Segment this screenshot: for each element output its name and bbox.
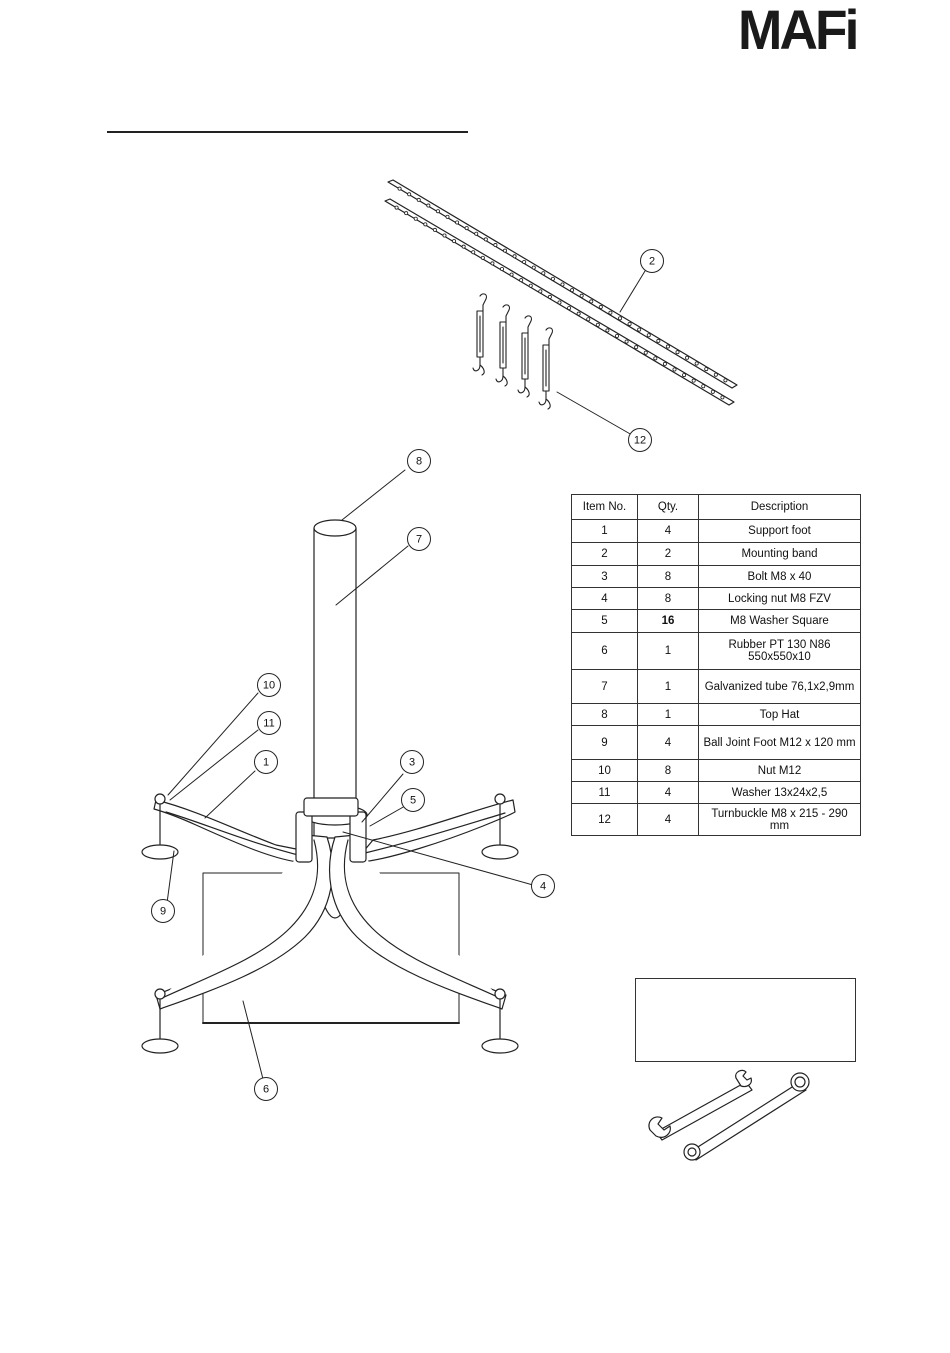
cell-item-no: 5 xyxy=(571,609,638,633)
perforated-strip-icon xyxy=(384,179,738,406)
header-item-no: Item No. xyxy=(571,494,638,520)
cell-qty: 8 xyxy=(637,565,699,588)
callout-10: 10 xyxy=(257,673,281,697)
cell-item-no: 11 xyxy=(571,781,638,804)
cell-description: Mounting band xyxy=(698,542,861,566)
callout-12: 12 xyxy=(628,428,652,452)
cell-description: Bolt M8 x 40 xyxy=(698,565,861,588)
cell-item-no: 12 xyxy=(571,803,638,836)
combination-wrench-icon xyxy=(648,1069,810,1161)
callout-4: 4 xyxy=(531,874,555,898)
callout-6: 6 xyxy=(254,1077,278,1101)
callout-label: 8 xyxy=(416,456,422,468)
callout-8: 8 xyxy=(407,449,431,473)
turnbuckle-icon xyxy=(472,293,553,410)
callout-label: 10 xyxy=(263,680,275,692)
cell-qty: 4 xyxy=(637,725,699,760)
tool-box xyxy=(635,978,856,1062)
cell-item-no: 9 xyxy=(571,725,638,760)
support-feet xyxy=(153,797,516,1010)
cell-qty: 8 xyxy=(637,587,699,610)
callout-label: 2 xyxy=(649,256,655,268)
callout-9: 9 xyxy=(151,899,175,923)
cell-item-no: 6 xyxy=(571,632,638,670)
cell-item-no: 7 xyxy=(571,669,638,704)
leader-lines xyxy=(166,270,646,1080)
cell-description: Turnbuckle M8 x 215 - 290 mm xyxy=(698,803,861,836)
cell-qty: 1 xyxy=(637,632,699,670)
header-description: Description xyxy=(698,494,861,520)
callout-label: 4 xyxy=(540,881,546,893)
cell-qty: 4 xyxy=(637,781,699,804)
mafi-logo: MAFi xyxy=(738,0,859,61)
cell-description: Nut M12 xyxy=(698,759,861,782)
callout-1: 1 xyxy=(254,750,278,774)
cell-description: Support foot xyxy=(698,519,861,543)
callout-label: 5 xyxy=(410,795,416,807)
cell-qty: 8 xyxy=(637,759,699,782)
callout-11: 11 xyxy=(257,711,281,735)
cell-item-no: 2 xyxy=(571,542,638,566)
heading-underline xyxy=(107,131,468,133)
cell-item-no: 3 xyxy=(571,565,638,588)
header-qty: Qty. xyxy=(637,494,699,520)
cell-description: Washer 13x24x2,5 xyxy=(698,781,861,804)
cell-description: M8 Washer Square xyxy=(698,609,861,633)
cell-qty: 2 xyxy=(637,542,699,566)
cell-qty: 16 xyxy=(637,609,699,633)
cell-item-no: 4 xyxy=(571,587,638,610)
cell-item-no: 8 xyxy=(571,703,638,726)
cell-description: Rubber PT 130 N86 550x550x10 xyxy=(698,632,861,670)
callout-label: 9 xyxy=(160,906,166,918)
callout-3: 3 xyxy=(400,750,424,774)
cell-qty: 1 xyxy=(637,669,699,704)
callout-label: 1 xyxy=(263,757,269,769)
ball-joint-feet xyxy=(141,793,519,1054)
cell-description: Top Hat xyxy=(698,703,861,726)
callout-label: 6 xyxy=(263,1084,269,1096)
cell-item-no: 1 xyxy=(571,519,638,543)
callout-label: 12 xyxy=(634,435,646,447)
cell-description: Galvanized tube 76,1x2,9mm xyxy=(698,669,861,704)
callout-label: 7 xyxy=(416,534,422,546)
cell-description: Locking nut M8 FZV xyxy=(698,587,861,610)
cell-qty: 4 xyxy=(637,519,699,543)
cell-qty: 4 xyxy=(637,803,699,836)
cell-description: Ball Joint Foot M12 x 120 mm xyxy=(698,725,861,760)
cell-item-no: 10 xyxy=(571,759,638,782)
callout-label: 11 xyxy=(263,718,274,730)
callout-7: 7 xyxy=(407,527,431,551)
callout-5: 5 xyxy=(401,788,425,812)
callout-label: 3 xyxy=(409,757,415,769)
callout-2: 2 xyxy=(640,249,664,273)
cell-qty: 1 xyxy=(637,703,699,726)
table-header-row: Item No. Qty. Description xyxy=(571,494,861,520)
